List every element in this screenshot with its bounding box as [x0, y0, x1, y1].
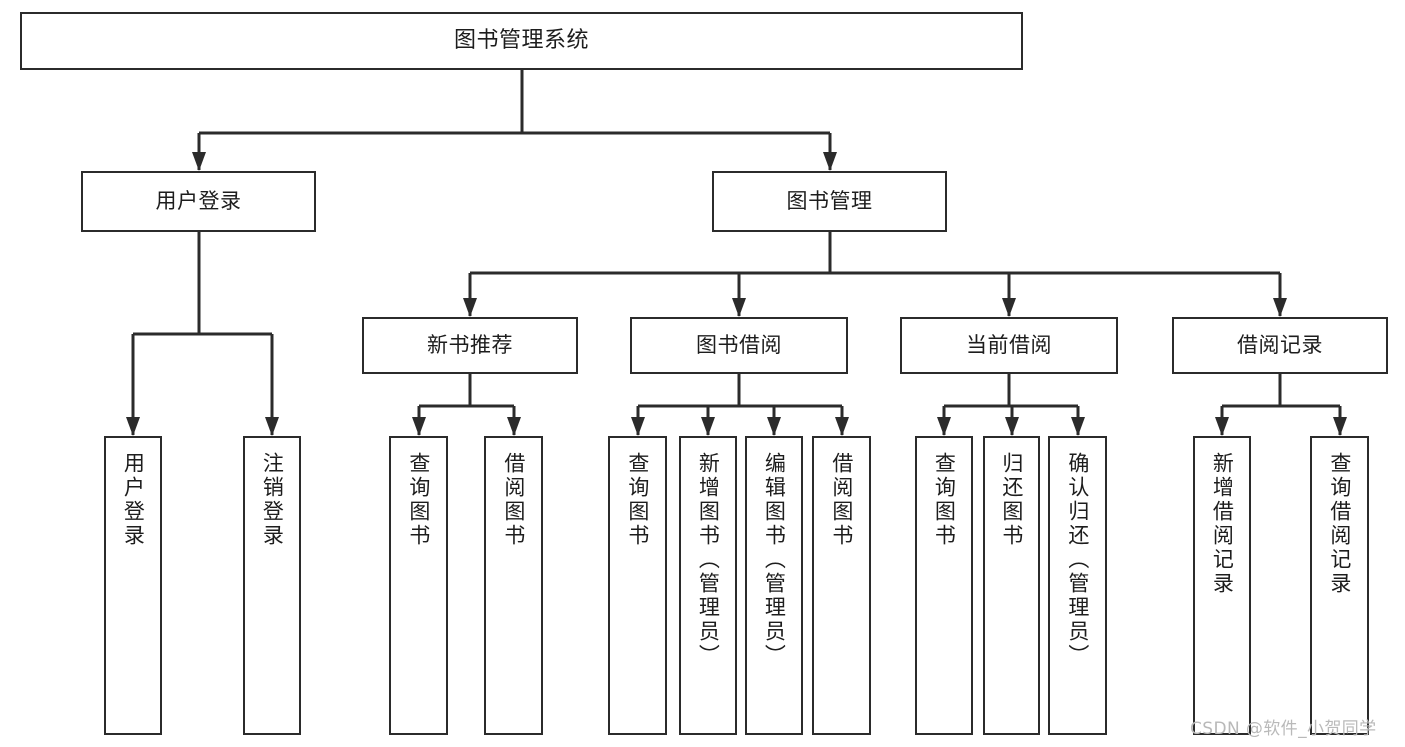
- node-label: 当前借阅: [966, 333, 1052, 358]
- node-root: 图书管理系统: [20, 12, 1023, 70]
- node-label: 编辑图书（管理员）: [762, 452, 787, 668]
- node-leaf-confirm-return: 确认归还（管理员）: [1048, 436, 1107, 735]
- node-label: 确认归还（管理员）: [1065, 452, 1090, 668]
- node-leaf-logout: 注销登录: [243, 436, 301, 735]
- node-leaf-user-login: 用户登录: [104, 436, 162, 735]
- node-label: 用户登录: [155, 189, 242, 214]
- node-leaf-borrow-book-1: 借阅图书: [484, 436, 543, 735]
- node-leaf-query-book-1: 查询图书: [389, 436, 448, 735]
- node-label: 借阅记录: [1237, 333, 1323, 358]
- node-leaf-edit-book: 编辑图书（管理员）: [745, 436, 803, 735]
- node-label: 用户登录: [121, 452, 146, 548]
- node-leaf-return-book: 归还图书: [983, 436, 1040, 735]
- node-label: 查询图书: [406, 452, 431, 548]
- node-borrow-record: 借阅记录: [1172, 317, 1388, 374]
- node-label: 新增借阅记录: [1210, 452, 1235, 596]
- node-new-book-rec: 新书推荐: [362, 317, 578, 374]
- node-label: 图书管理: [786, 189, 873, 214]
- node-leaf-query-record: 查询借阅记录: [1310, 436, 1369, 735]
- node-leaf-query-book-3: 查询图书: [915, 436, 973, 735]
- node-book-borrow: 图书借阅: [630, 317, 848, 374]
- node-current-borrow: 当前借阅: [900, 317, 1118, 374]
- node-label: 借阅图书: [501, 452, 526, 548]
- node-label: 注销登录: [260, 452, 285, 548]
- node-label: 查询图书: [625, 452, 650, 548]
- node-leaf-add-record: 新增借阅记录: [1193, 436, 1251, 735]
- node-label: 归还图书: [999, 452, 1024, 548]
- node-label: 新书推荐: [427, 333, 513, 358]
- node-leaf-borrow-book-2: 借阅图书: [812, 436, 871, 735]
- node-label: 查询借阅记录: [1327, 452, 1352, 596]
- node-leaf-query-book-2: 查询图书: [608, 436, 667, 735]
- node-label: 借阅图书: [829, 452, 854, 548]
- node-label: 新增图书（管理员）: [696, 452, 721, 668]
- node-label: 查询图书: [932, 452, 957, 548]
- node-leaf-add-book: 新增图书（管理员）: [679, 436, 737, 735]
- node-user-login: 用户登录: [81, 171, 316, 232]
- node-label: 图书管理系统: [453, 28, 589, 54]
- node-label: 图书借阅: [696, 333, 782, 358]
- watermark: CSDN @软件_小贺同学: [1190, 719, 1377, 739]
- node-book-manage: 图书管理: [712, 171, 947, 232]
